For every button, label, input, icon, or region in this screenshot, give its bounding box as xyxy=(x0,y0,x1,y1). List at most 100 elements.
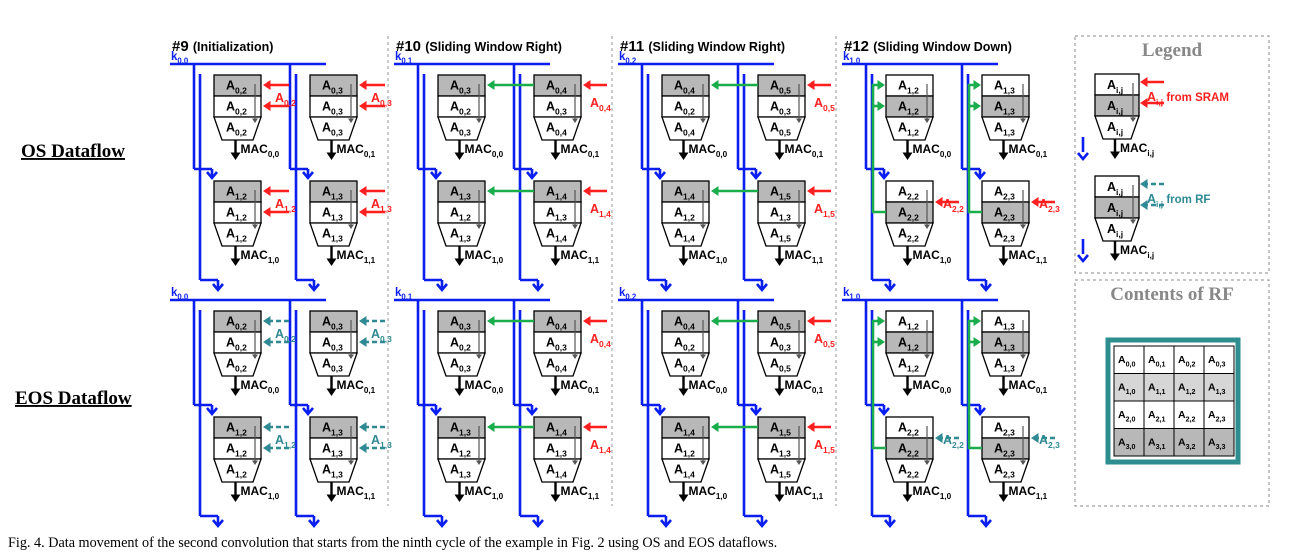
internal-arrow-head xyxy=(572,118,578,123)
register-label: A1,4 xyxy=(546,421,567,438)
register-label: A1,4 xyxy=(674,227,695,244)
register-label: A0,4 xyxy=(546,79,567,96)
register-label: A2,2 xyxy=(898,463,919,480)
multiplier-unit xyxy=(437,352,486,377)
chevron-arrow-icon xyxy=(980,283,992,293)
mac-output-arrow xyxy=(230,258,241,266)
mac-label: MAC0,1 xyxy=(337,142,376,159)
input-arrow-head xyxy=(359,422,367,432)
rf-cell-label: A0,2 xyxy=(1178,354,1196,368)
multiplier-unit xyxy=(213,458,262,483)
multiplier-unit xyxy=(309,352,358,377)
internal-arrow-head xyxy=(700,118,706,123)
sram-input-arrow xyxy=(807,316,815,326)
internal-arrow-head xyxy=(252,224,258,229)
sram-input-arrow xyxy=(807,422,815,432)
input-arrow-head xyxy=(359,316,367,326)
chevron-arrow-icon xyxy=(532,283,544,293)
register-label: A1,3 xyxy=(322,442,343,459)
rf-cell-label: A2,0 xyxy=(1118,409,1136,423)
mac-output-arrow xyxy=(902,494,913,502)
sram-input-label: A1,5 xyxy=(814,202,835,219)
input-label: A1,2 xyxy=(275,433,296,450)
mac-output-arrow xyxy=(454,494,465,502)
multiplier-unit xyxy=(757,116,806,141)
register-label: A0,2 xyxy=(450,100,471,117)
register-label: A1,2 xyxy=(898,100,919,117)
register-label: A2,2 xyxy=(898,185,919,202)
chevron-arrow-icon xyxy=(212,519,224,529)
legend-sram-arrow xyxy=(1140,77,1148,87)
shift-arrow xyxy=(711,80,719,90)
input-label: A0,2 xyxy=(275,91,296,108)
chevron-arrow-icon xyxy=(654,171,666,181)
multiplier-unit xyxy=(437,458,486,483)
mac-output-arrow xyxy=(998,494,1009,502)
register-label: A1,2 xyxy=(450,442,471,459)
register-label: A0,3 xyxy=(770,100,791,117)
register-label: A2,2 xyxy=(898,227,919,244)
register-label: A1,3 xyxy=(994,79,1015,96)
panel-title: #12 (Sliding Window Down) xyxy=(844,38,1012,55)
input-arrow-head xyxy=(263,443,271,453)
shift-arrow xyxy=(711,422,719,432)
chevron-arrow-icon xyxy=(750,171,762,181)
chevron-arrow-icon xyxy=(302,171,314,181)
shift-up-arrow xyxy=(877,316,885,326)
mac-output-arrow xyxy=(326,258,337,266)
multiplier-unit xyxy=(213,222,262,247)
sram-input-label: A0,4 xyxy=(590,332,611,349)
register-label: A1,3 xyxy=(546,442,567,459)
register-label: A1,3 xyxy=(450,185,471,202)
input-arrow-head xyxy=(263,337,271,347)
internal-arrow-head xyxy=(1020,460,1026,465)
register-label: A2,3 xyxy=(994,227,1015,244)
mac-label: MAC1,1 xyxy=(785,248,824,265)
internal-arrow-head xyxy=(796,224,802,229)
internal-arrow-head xyxy=(476,224,482,229)
mac-output-arrow xyxy=(678,152,689,160)
register-label: A1,3 xyxy=(546,206,567,223)
internal-arrow-head xyxy=(796,118,802,123)
mac-output-arrow xyxy=(774,258,785,266)
register-label: A1,3 xyxy=(994,357,1015,374)
multiplier-unit xyxy=(981,116,1030,141)
mac-output-arrow xyxy=(678,258,689,266)
mac-label: MAC1,1 xyxy=(561,484,600,501)
mac-label: MAC0,0 xyxy=(465,378,504,395)
register-label: A0,4 xyxy=(674,79,695,96)
chevron-arrow-icon xyxy=(878,407,890,417)
mac-output-arrow xyxy=(550,152,561,160)
register-label: A0,4 xyxy=(546,121,567,138)
input-arrow-head xyxy=(359,337,367,347)
multiplier-unit xyxy=(533,352,582,377)
legend-box xyxy=(1074,35,1270,274)
internal-arrow-head xyxy=(924,354,930,359)
mac-label: MAC0,0 xyxy=(913,378,952,395)
mac-label: MAC0,1 xyxy=(561,378,600,395)
mac-label: MAC0,0 xyxy=(241,142,280,159)
rf-cell xyxy=(1143,400,1175,429)
register-label: A0,5 xyxy=(770,357,791,374)
kernel-label: k0,0 xyxy=(171,287,189,302)
mac-label: MAC0,0 xyxy=(913,142,952,159)
rf-cell-label: A0,1 xyxy=(1148,354,1166,368)
chevron-arrow-icon xyxy=(436,283,448,293)
mac-label: MAC1,1 xyxy=(561,248,600,265)
rf-cell-label: A0,0 xyxy=(1118,354,1136,368)
input-label: A0,3 xyxy=(371,91,392,108)
rf-title: Contents of RF xyxy=(1110,284,1234,305)
internal-arrow-head xyxy=(572,354,578,359)
mac-output-arrow xyxy=(550,494,561,502)
chevron-arrow-icon xyxy=(974,171,986,181)
input-arrow-head xyxy=(1031,197,1039,207)
mac-output-arrow xyxy=(1110,253,1120,261)
multiplier-unit xyxy=(757,458,806,483)
shift-arrow xyxy=(487,186,495,196)
input-arrow-head xyxy=(263,80,271,90)
internal-arrow-head xyxy=(348,460,354,465)
register-label: A1,4 xyxy=(546,463,567,480)
register-label: A0,5 xyxy=(770,121,791,138)
mac-output-arrow xyxy=(998,258,1009,266)
